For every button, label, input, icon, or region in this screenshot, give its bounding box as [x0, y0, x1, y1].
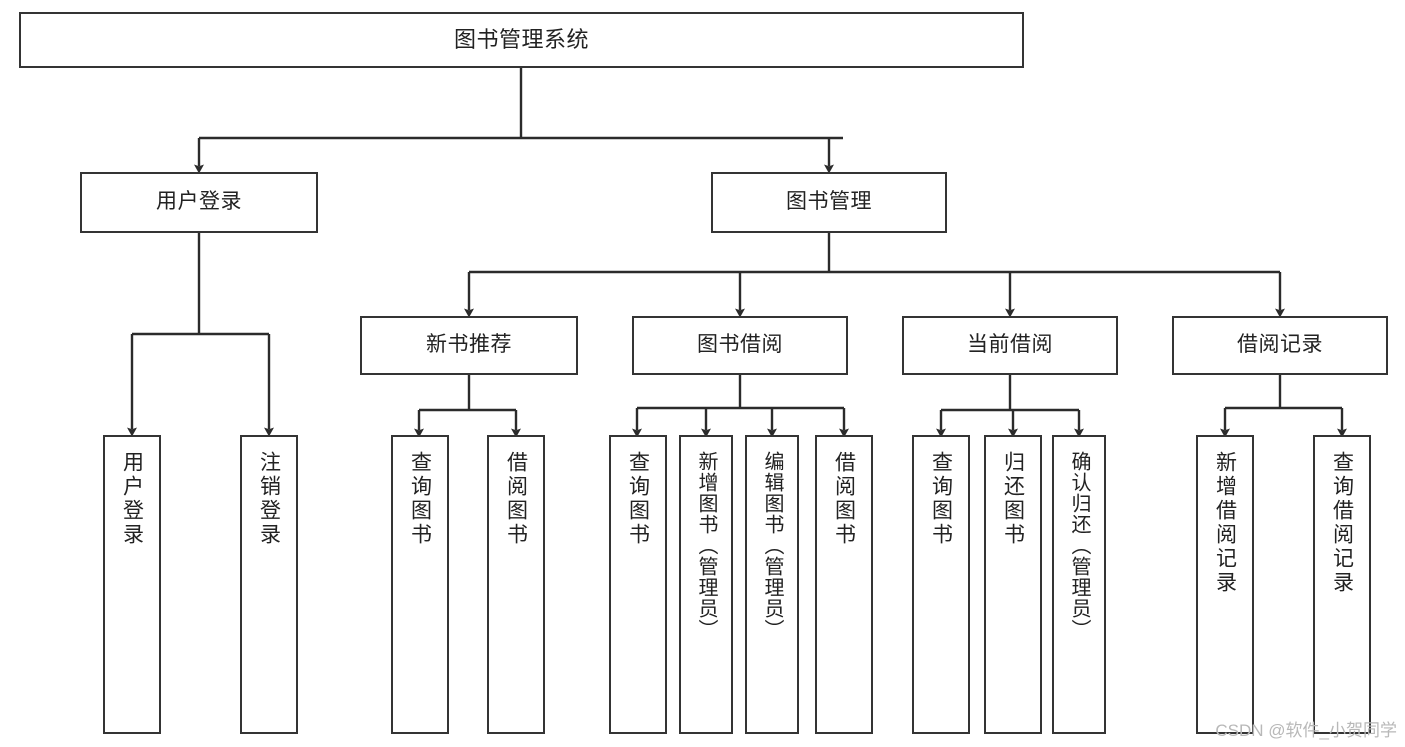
node-leaf-query-book-2-label: 查询图书 [626, 451, 650, 547]
node-leaf-query-borrow-record[interactable]: 查询借阅记录 [1313, 435, 1371, 734]
node-leaf-query-book-1[interactable]: 查询图书 [391, 435, 449, 734]
node-leaf-logout-login[interactable]: 注销登录 [240, 435, 298, 734]
node-leaf-query-borrow-record-label: 查询借阅记录 [1330, 451, 1354, 595]
node-leaf-return-book-label: 归还图书 [1001, 451, 1025, 547]
node-book-borrow[interactable]: 图书借阅 [632, 316, 848, 375]
node-leaf-logout-login-label: 注销登录 [257, 451, 281, 547]
csdn-watermark: CSDN @软件_小贺同学 [1215, 721, 1397, 740]
node-new-book-recommend[interactable]: 新书推荐 [360, 316, 578, 375]
node-leaf-borrow-book-1-label: 借阅图书 [504, 451, 528, 547]
node-leaf-borrow-book-1[interactable]: 借阅图书 [487, 435, 545, 734]
node-leaf-query-book-3-label: 查询图书 [929, 451, 953, 547]
node-leaf-query-book-1-label: 查询图书 [408, 451, 432, 547]
node-leaf-confirm-return-admin-label: 确认归还（管理员） [1068, 451, 1090, 640]
node-borrow-record[interactable]: 借阅记录 [1172, 316, 1388, 375]
node-root[interactable]: 图书管理系统 [19, 12, 1024, 68]
node-new-book-recommend-label: 新书推荐 [426, 333, 512, 357]
node-leaf-return-book[interactable]: 归还图书 [984, 435, 1042, 734]
node-book-manage-label: 图书管理 [786, 190, 872, 214]
node-current-borrow-label: 当前借阅 [967, 333, 1053, 357]
node-leaf-edit-book-admin-label: 编辑图书（管理员） [761, 451, 783, 640]
node-user-login[interactable]: 用户登录 [80, 172, 318, 233]
node-leaf-query-book-3[interactable]: 查询图书 [912, 435, 970, 734]
node-leaf-borrow-book-2-label: 借阅图书 [832, 451, 856, 547]
node-leaf-add-book-admin-label: 新增图书（管理员） [695, 451, 717, 640]
node-leaf-edit-book-admin[interactable]: 编辑图书（管理员） [745, 435, 799, 734]
node-leaf-confirm-return-admin[interactable]: 确认归还（管理员） [1052, 435, 1106, 734]
node-leaf-add-borrow-record-label: 新增借阅记录 [1213, 451, 1237, 595]
node-leaf-add-book-admin[interactable]: 新增图书（管理员） [679, 435, 733, 734]
node-borrow-record-label: 借阅记录 [1237, 333, 1323, 357]
node-leaf-add-borrow-record[interactable]: 新增借阅记录 [1196, 435, 1254, 734]
node-leaf-user-login-label: 用户登录 [120, 451, 144, 547]
node-leaf-user-login[interactable]: 用户登录 [103, 435, 161, 734]
node-book-borrow-label: 图书借阅 [697, 333, 783, 357]
node-root-label: 图书管理系统 [453, 27, 589, 53]
node-user-login-label: 用户登录 [156, 190, 242, 214]
node-book-manage[interactable]: 图书管理 [711, 172, 947, 233]
node-current-borrow[interactable]: 当前借阅 [902, 316, 1118, 375]
node-leaf-borrow-book-2[interactable]: 借阅图书 [815, 435, 873, 734]
node-leaf-query-book-2[interactable]: 查询图书 [609, 435, 667, 734]
